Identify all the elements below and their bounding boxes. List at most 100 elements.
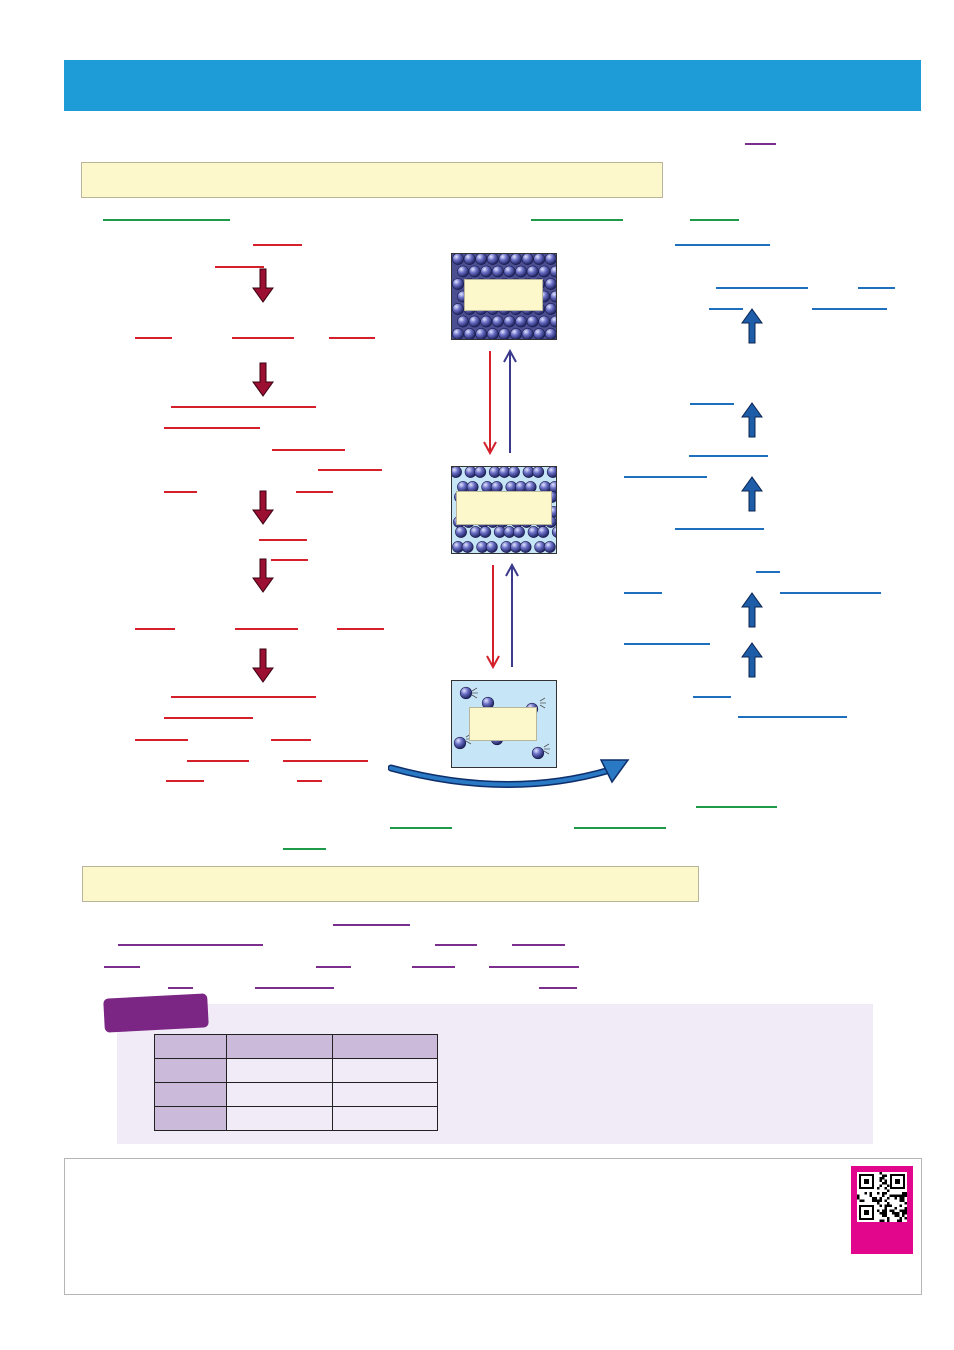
particle [526,265,539,278]
particle [480,315,493,328]
transition-arrows-icon [486,562,519,670]
particle [455,526,467,538]
arrow-up-icon [741,308,763,344]
text-underline [272,449,345,451]
text-underline [318,469,382,471]
liquid-label [456,491,552,525]
particle [533,254,546,265]
arrow-up-icon [741,592,763,628]
text-underline [709,308,743,310]
particle [544,254,556,265]
particle [515,315,527,328]
text-underline [531,219,623,221]
text-underline [118,944,263,946]
particle [543,541,556,553]
particle [544,303,556,315]
particle [475,254,488,265]
particle [515,265,527,278]
particle [485,541,498,553]
section2-note-box [82,866,699,902]
text-underline [135,628,175,630]
arrow-down-icon [252,362,274,397]
text-underline [624,592,662,594]
text-underline [168,987,193,989]
particle [551,526,556,538]
text-underline [103,219,230,221]
text-underline [135,739,188,741]
text-underline [164,717,253,719]
particle [452,254,464,265]
particle [508,467,520,478]
solid-label [464,279,543,311]
particle [491,265,504,278]
qr-code-panel[interactable] [851,1166,913,1254]
text-underline [780,592,881,594]
particle [491,315,504,328]
particle [461,541,474,553]
table-cell [332,1082,438,1107]
tip-badge [103,993,209,1033]
text-underline [164,491,197,493]
particle [452,278,464,290]
particle [531,746,545,760]
section1-note-box [81,162,663,198]
text-underline [283,760,368,762]
particle [521,328,534,339]
qr-code-icon [857,1172,907,1222]
particle [546,467,556,478]
text-underline [696,806,777,808]
particle [549,290,556,303]
table-cell [226,1106,333,1131]
text-underline [756,571,780,573]
gas-label [469,707,537,741]
particle [549,265,556,278]
table-cell [226,1058,333,1083]
particle [537,526,550,538]
particle [457,315,469,328]
arrow-down-icon [252,268,274,303]
text-underline [624,643,710,645]
table-row-header [154,1082,227,1107]
text-underline [166,780,204,782]
arrow-down-icon [252,558,274,593]
text-underline [329,337,375,339]
particle [538,315,551,328]
table-cell [332,1058,438,1083]
particle [468,315,481,328]
text-underline [716,287,808,289]
text-underline [232,337,294,339]
text-underline [253,244,302,246]
particle [486,254,499,265]
text-underline [296,491,333,493]
text-underline [489,966,579,968]
particle [480,265,493,278]
motion-lines [543,743,550,755]
text-underline [675,528,764,530]
table-cell [226,1082,333,1107]
particle [486,328,499,339]
particle [544,278,556,290]
transition-arrows-icon [483,348,517,456]
table-header-cell [226,1034,333,1059]
arrow-up-icon [741,642,763,678]
text-underline [512,944,565,946]
particle [452,303,464,315]
text-underline [135,337,172,339]
text-underline [539,987,577,989]
particle [538,265,551,278]
particle [452,328,464,339]
arrow-down-icon [252,648,274,683]
particle [479,526,492,538]
particle [503,315,516,328]
table-row [154,1106,438,1131]
particle [463,328,476,339]
text-underline [283,848,326,850]
text-underline [624,476,707,478]
table-row-header [154,1058,227,1083]
text-underline [164,427,260,429]
text-underline [738,716,847,718]
particle [519,541,532,553]
particle [459,686,473,700]
text-underline [337,628,384,630]
table-row [154,1082,438,1107]
